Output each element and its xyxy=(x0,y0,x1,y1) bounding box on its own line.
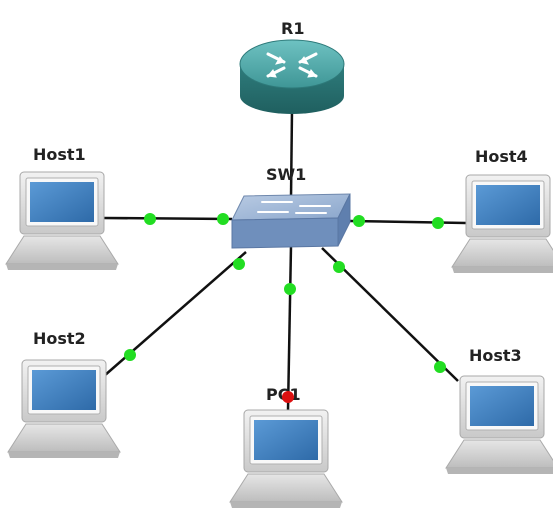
computer-icon xyxy=(451,174,553,274)
link-status-layer xyxy=(124,213,446,403)
router-icon xyxy=(239,39,345,114)
link-host3-sw1[interactable] xyxy=(321,247,459,382)
status-dot-sw1-host4 xyxy=(353,215,365,227)
node-host3[interactable]: Host3 xyxy=(445,346,553,475)
node-host1[interactable]: Host1 xyxy=(5,145,119,271)
link-r1-sw1[interactable] xyxy=(289,109,294,199)
status-dot-host2-end xyxy=(124,349,136,361)
status-dot-sw1-host1 xyxy=(217,213,229,225)
link-host1-sw1[interactable] xyxy=(103,216,233,221)
status-dot-sw1-host2 xyxy=(233,258,245,270)
node-label-host2: Host2 xyxy=(33,329,86,348)
status-dot-host4-end xyxy=(432,217,444,229)
status-dot-sw1-host3 xyxy=(333,261,345,273)
node-label-host3: Host3 xyxy=(469,346,522,365)
computer-icon xyxy=(5,171,119,271)
node-label-r1: R1 xyxy=(281,19,304,38)
link-pc1-sw1[interactable] xyxy=(286,245,293,411)
switch-icon xyxy=(231,193,351,249)
node-label-host1: Host1 xyxy=(33,145,86,164)
status-dot-host1-end xyxy=(144,213,156,225)
link-host4-sw1[interactable] xyxy=(349,219,467,225)
node-sw1[interactable]: SW1 xyxy=(231,165,351,249)
node-host2[interactable]: Host2 xyxy=(7,329,121,459)
node-label-host4: Host4 xyxy=(475,147,528,166)
node-host4[interactable]: Host4 xyxy=(451,147,553,274)
status-dot-sw1-pc1 xyxy=(284,283,296,295)
computer-icon xyxy=(7,359,121,459)
node-label-sw1: SW1 xyxy=(266,165,306,184)
computer-icon xyxy=(229,409,343,509)
node-pc1[interactable]: PC1 xyxy=(229,385,343,509)
status-dot-pc1-end xyxy=(282,391,294,403)
computer-icon xyxy=(445,375,553,475)
node-r1[interactable]: R1 xyxy=(239,19,345,114)
status-dot-host3-end xyxy=(434,361,446,373)
links-layer xyxy=(103,109,467,411)
